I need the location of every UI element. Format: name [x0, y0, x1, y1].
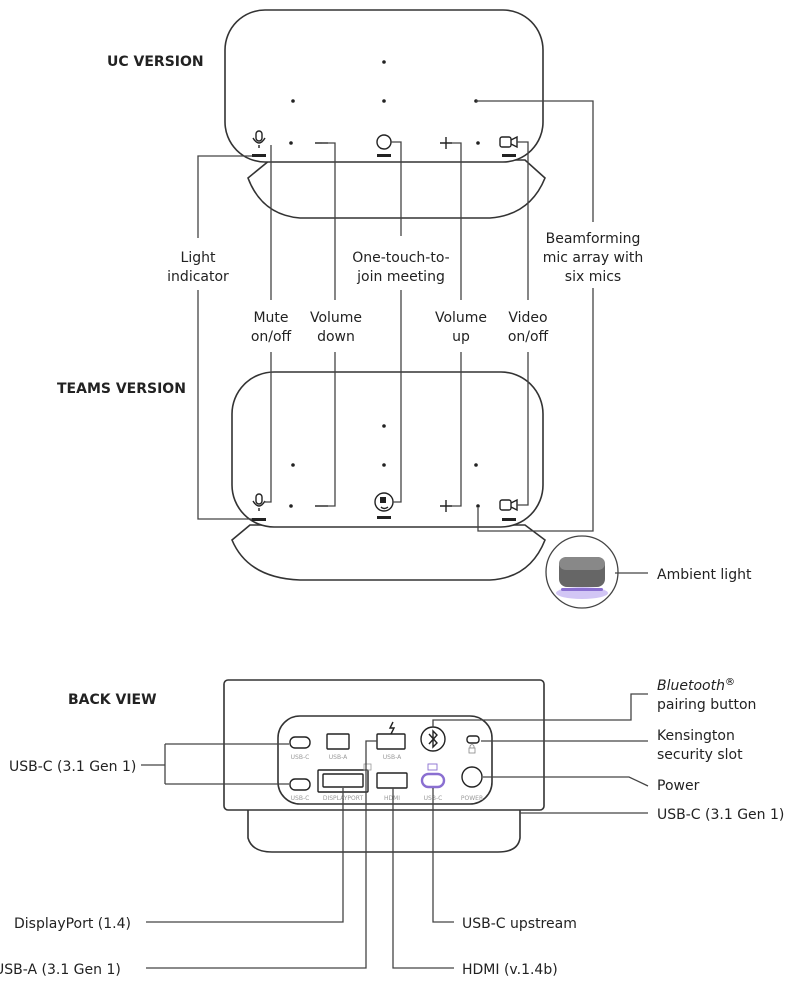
teams-version-heading: TEAMS VERSION: [57, 381, 186, 397]
mute-indicator-bar: [252, 518, 266, 521]
port-label: POWER: [461, 795, 483, 802]
back-view-heading: BACK VIEW: [68, 692, 157, 708]
mute-indicator-bar: [252, 154, 266, 157]
one-touch-join-label: One-touch-to-: [352, 250, 449, 266]
volume-down-label: Volume: [310, 310, 362, 326]
port-label: USB-C: [291, 754, 310, 761]
power-label: Power: [657, 778, 700, 794]
one-touch-join-label: join meeting: [356, 269, 445, 285]
microphone-icon[interactable]: [252, 493, 266, 511]
bluetooth-label-line2: pairing button: [657, 697, 756, 713]
ambient-light-glow: [561, 588, 603, 591]
ambient-light-inset: [545, 535, 619, 609]
back-device: USB-C USB-A USB-A USB-C DISPLAYPORT HDMI…: [223, 679, 545, 853]
laptop-icon: [427, 763, 438, 771]
video-label: Video: [508, 310, 547, 326]
kensington-label: Kensington: [657, 728, 735, 744]
beamforming-label: mic array with: [543, 250, 644, 266]
kensington-label: security slot: [657, 747, 743, 763]
plus-icon[interactable]: [440, 500, 452, 512]
teams-device-top: [231, 371, 544, 528]
bluetooth-icon: [428, 729, 438, 749]
mute-label: Mute: [253, 310, 288, 326]
volume-up-label: up: [452, 329, 470, 345]
video-indicator-bar: [502, 518, 516, 521]
video-label: on/off: [508, 329, 549, 345]
port-label: USB-A: [383, 754, 402, 761]
usb-c-left-label: USB-C (3.1 Gen 1): [9, 759, 136, 775]
microphone-icon[interactable]: [252, 130, 266, 148]
uc-device-top: [224, 9, 544, 163]
volume-up-label: Volume: [435, 310, 487, 326]
callout-lines: [197, 100, 648, 574]
usb-a-port[interactable]: [326, 733, 350, 750]
screen-icon: [363, 763, 372, 771]
video-indicator-bar: [502, 154, 516, 157]
join-indicator-bar: [377, 154, 391, 157]
lightning-icon: [388, 721, 396, 735]
mic-dot: [476, 141, 480, 145]
uc-version-heading: UC VERSION: [107, 54, 204, 70]
port-label: HDMI: [384, 795, 400, 802]
light-indicator-label: Light: [181, 250, 216, 266]
lock-icon: [468, 744, 476, 754]
port-label: USB-C: [291, 795, 310, 802]
mic-dot: [289, 504, 293, 508]
usb-c-right-label: USB-C (3.1 Gen 1): [657, 807, 784, 823]
usb-c-upstream-port[interactable]: [420, 772, 446, 789]
ambient-light-label: Ambient light: [657, 567, 752, 583]
port-panel: [277, 715, 493, 805]
mic-dot: [382, 424, 386, 428]
bluetooth-label: Bluetooth®: [657, 677, 735, 694]
mute-label: on/off: [251, 329, 292, 345]
displayport-label: DisplayPort (1.4): [14, 916, 131, 932]
plus-icon[interactable]: [440, 137, 452, 149]
mic-dot: [474, 463, 478, 467]
volume-down-label: down: [317, 329, 355, 345]
hdmi-label: HDMI (v.1.4b): [462, 962, 558, 978]
teams-device-lower-body: [231, 524, 546, 581]
beamforming-label: six mics: [565, 269, 621, 285]
uc-device: [224, 9, 546, 219]
light-indicator-label: indicator: [167, 269, 229, 285]
usb-c-upstream-label: USB-C upstream: [462, 916, 577, 932]
kensington-slot[interactable]: [466, 735, 480, 744]
usb-a-label: USB-A (3.1 Gen 1): [0, 962, 121, 978]
port-label: USB-A: [329, 754, 348, 761]
back-device-base: [247, 807, 521, 853]
hdmi-port[interactable]: [376, 772, 408, 789]
displayport-port[interactable]: [322, 773, 364, 788]
usb-c-port[interactable]: [289, 778, 311, 791]
power-port[interactable]: [461, 766, 483, 788]
mic-dot: [289, 141, 293, 145]
mic-dot: [291, 99, 295, 103]
mic-dot: [382, 463, 386, 467]
beamforming-label: Beamforming: [546, 231, 641, 247]
uc-device-lower-body: [247, 159, 546, 219]
mic-dot: [476, 504, 480, 508]
back-callout-lines: [141, 693, 649, 969]
mic-dot: [382, 99, 386, 103]
join-indicator-bar: [377, 516, 391, 519]
teams-device: [231, 371, 546, 581]
mic-dot: [291, 463, 295, 467]
usb-c-port[interactable]: [289, 736, 311, 749]
mic-dot: [382, 60, 386, 64]
